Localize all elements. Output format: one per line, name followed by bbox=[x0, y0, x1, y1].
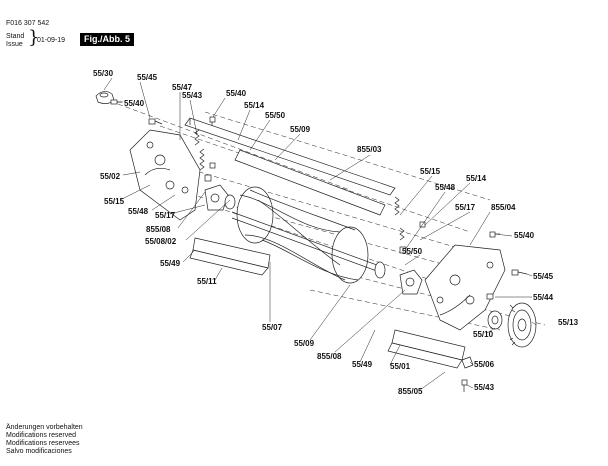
part-bottom-blade bbox=[189, 237, 271, 276]
part-label: 855/05 bbox=[398, 387, 423, 396]
part-label: 55/40 bbox=[226, 89, 247, 98]
footer-line: Salvo modificaciones bbox=[6, 448, 72, 455]
part-label: 55/45 bbox=[533, 272, 554, 281]
part-hub bbox=[487, 310, 503, 330]
part-label: 55/13 bbox=[558, 318, 579, 327]
footer-line: Modifications reserved bbox=[6, 432, 77, 439]
issue-date: 01-09-19 bbox=[37, 37, 66, 44]
part-label: 55/01 bbox=[390, 362, 411, 371]
part-label: 55/30 bbox=[93, 69, 114, 78]
part-label: 55/15 bbox=[420, 167, 441, 176]
footer-line: Änderungen vorbehalten bbox=[6, 424, 83, 431]
part-label: 55/17 bbox=[155, 211, 176, 220]
part-label: 55/47 bbox=[172, 83, 193, 92]
part-wheel bbox=[507, 302, 537, 348]
part-reel-cylinder bbox=[231, 186, 386, 284]
part-label: 55/07 bbox=[262, 323, 283, 332]
part-clip bbox=[461, 356, 474, 392]
footer-line: Modifications reservees bbox=[6, 440, 80, 447]
brace-glyph: } bbox=[28, 27, 40, 48]
part-label: 855/04 bbox=[491, 203, 516, 212]
stand-label: Stand bbox=[6, 33, 25, 40]
part-label: 55/09 bbox=[290, 125, 311, 134]
issue-label: Issue bbox=[6, 41, 23, 48]
part-label: 55/43 bbox=[182, 91, 203, 100]
part-label: 855/08 bbox=[317, 352, 342, 361]
leader-lines bbox=[103, 77, 537, 391]
part-label: 55/14 bbox=[244, 101, 265, 110]
part-left-side-plate bbox=[129, 129, 201, 221]
part-screw bbox=[486, 231, 528, 300]
part-right-side-plate bbox=[424, 244, 506, 331]
part-label: 855/08 bbox=[146, 225, 171, 234]
drawing-code: F016 307 542 bbox=[6, 20, 50, 27]
part-label: 55/14 bbox=[466, 174, 487, 183]
part-label: 55/08/02 bbox=[145, 237, 177, 246]
part-top-bar bbox=[184, 117, 396, 216]
part-label: 55/11 bbox=[197, 277, 217, 286]
part-label: 55/48 bbox=[128, 207, 149, 216]
part-label: 855/03 bbox=[357, 145, 382, 154]
part-label: 55/02 bbox=[100, 172, 121, 181]
figure-badge: Fig./Abb. 5 bbox=[80, 33, 134, 46]
part-label: 55/09 bbox=[294, 339, 315, 348]
part-label: 55/48 bbox=[435, 183, 456, 192]
part-label: 55/40 bbox=[514, 231, 535, 240]
part-label: 55/40 bbox=[124, 99, 145, 108]
part-label: 55/45 bbox=[137, 73, 158, 82]
part-label: 55/50 bbox=[265, 111, 286, 120]
part-label: 55/17 bbox=[455, 203, 476, 212]
part-bearing-left bbox=[204, 162, 236, 211]
part-label: 55/49 bbox=[352, 360, 373, 369]
part-label: 55/50 bbox=[402, 247, 423, 256]
part-screw bbox=[148, 118, 163, 125]
part-label: 55/06 bbox=[474, 360, 495, 369]
part-label: 55/15 bbox=[104, 197, 125, 206]
part-label: 55/44 bbox=[533, 293, 554, 302]
part-label: 55/49 bbox=[160, 259, 181, 268]
part-label: 55/43 bbox=[474, 383, 495, 392]
part-label: 55/10 bbox=[473, 330, 494, 339]
